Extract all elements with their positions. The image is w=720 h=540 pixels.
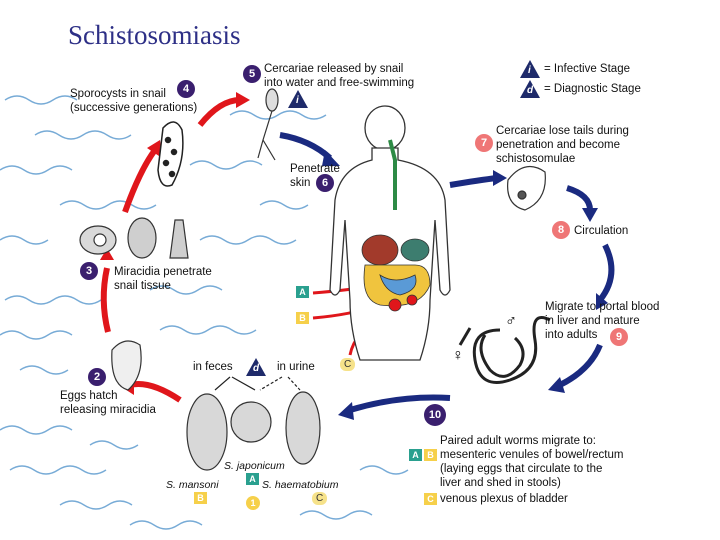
step-2-label: Eggs hatch releasing miracidia <box>60 390 156 416</box>
step-10-detail-1: mesenteric venules of bowel/rectum <box>440 449 624 461</box>
eggs <box>186 391 321 471</box>
step-3-badge: 3 <box>80 262 98 280</box>
step-8-label: Circulation <box>574 225 629 237</box>
body-tag-c: C <box>340 358 356 371</box>
step-9-label: Migrate to portal blood in liver and mat… <box>545 301 660 341</box>
step-5-badge: 5 <box>243 65 261 83</box>
diagnostic-symbol: d <box>253 363 260 374</box>
diagnostic-triangle-icon <box>246 358 266 376</box>
infective-label: = Infective Stage <box>544 63 630 75</box>
step-2-badge: 2 <box>88 368 106 386</box>
step-5-label: Cercariae released by snail into water a… <box>264 63 415 89</box>
haematobium-label: S. haematobium <box>262 479 339 491</box>
body-tag-a: A <box>296 286 309 298</box>
body-tag-b: B <box>296 312 309 324</box>
step-7-badge: 7 <box>475 134 493 152</box>
water-waves <box>0 95 409 530</box>
mansoni-tag-b: B <box>194 492 207 504</box>
japonicum-tag-a: A <box>246 473 259 485</box>
step-8-badge: 8 <box>552 221 570 239</box>
infective-symbol: i <box>528 65 531 76</box>
step-3-label: Miracidia penetrate snail tissue <box>114 266 212 292</box>
in-feces-label: in feces <box>193 361 233 373</box>
adult-worms <box>458 316 551 384</box>
step-10-detail-4: venous plexus of bladder <box>440 493 568 505</box>
blue-arrows <box>279 132 615 413</box>
tag-c: C <box>424 493 437 505</box>
eggs-diagnostic-marker: d <box>246 358 266 376</box>
infective-triangle-icon <box>520 60 540 78</box>
step-10-badge: 10 <box>424 404 446 426</box>
tag-b: B <box>424 449 437 461</box>
step-10-label: Paired adult worms migrate to: <box>440 435 596 447</box>
step-7-label: Cercariae lose tails during penetration … <box>496 125 629 165</box>
page-title: Schistosomiasis <box>68 20 241 50</box>
diagnostic-symbol: d <box>527 85 534 96</box>
step-9-badge: 9 <box>610 328 628 346</box>
step-10-detail-2: (laying eggs that circulate to the <box>440 463 603 475</box>
haematobium-tag-c: C <box>312 492 328 505</box>
tag-a: A <box>409 449 422 461</box>
blue-arrowheads <box>322 150 608 420</box>
step-1-badge: 1 <box>246 496 260 510</box>
infective-symbol: i <box>296 95 299 106</box>
japonicum-label: S. japonicum <box>224 460 285 472</box>
snails <box>79 217 189 259</box>
diagnostic-triangle-icon <box>520 80 540 98</box>
male-symbol: ♂ <box>505 313 517 330</box>
step-4-badge: 4 <box>177 80 195 98</box>
cercaria <box>257 88 279 161</box>
infective-triangle-icon <box>288 90 308 108</box>
miracidium <box>111 340 142 391</box>
step-5-infective-marker: i <box>288 90 308 108</box>
step-4-label: Sporocysts in snail (successive generati… <box>70 88 198 114</box>
step-10-detail-3: liver and shed in stools) <box>440 477 561 489</box>
mansoni-label: S. mansoni <box>166 479 219 491</box>
step-6-badge: 6 <box>316 174 334 192</box>
step-6-label: Penetrate skin <box>290 163 340 189</box>
female-symbol: ♀ <box>452 347 464 364</box>
sporocyst <box>157 121 184 187</box>
diagnostic-label: = Diagnostic Stage <box>544 83 641 95</box>
in-urine-label: in urine <box>277 361 315 373</box>
egg-connectors <box>214 376 301 391</box>
schistosomulum <box>507 165 546 211</box>
digestive-tract <box>361 139 431 312</box>
